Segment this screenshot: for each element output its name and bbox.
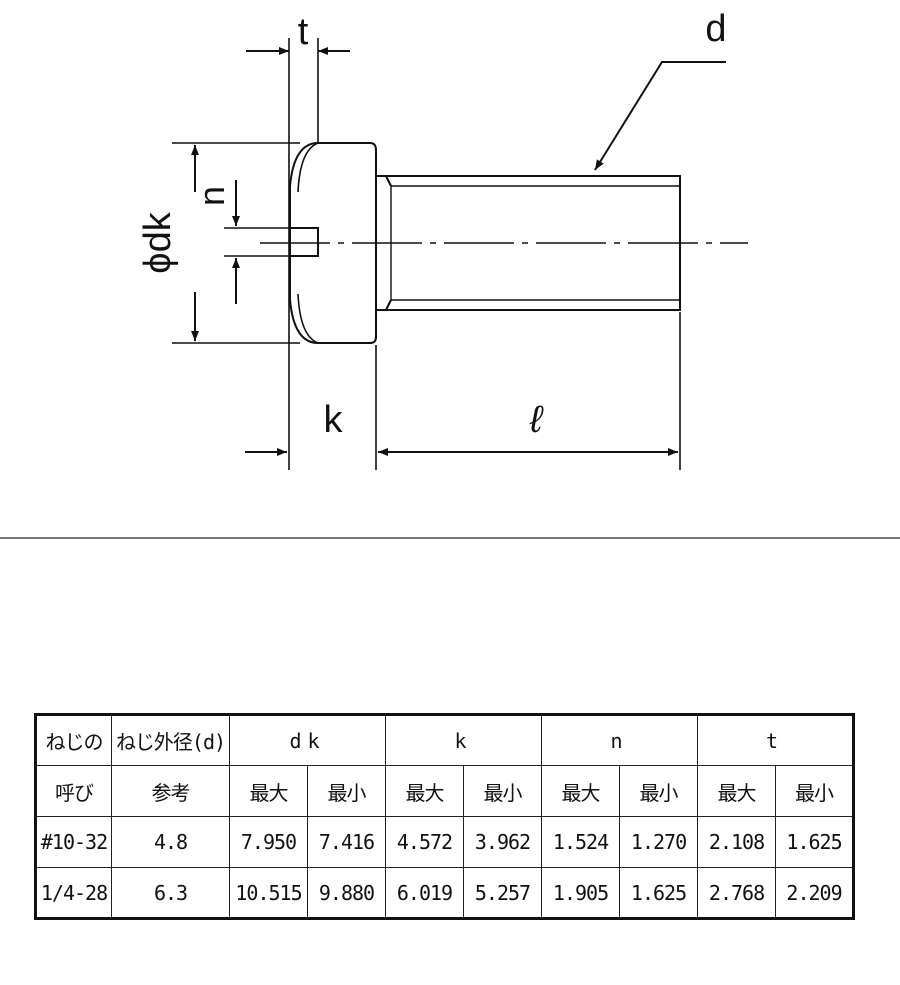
cell-t-min: 2.209 bbox=[775, 867, 855, 919]
table-subheader-row: 呼び 参考 最大 最小 最大 最小 最大 最小 最大 最小 bbox=[35, 765, 855, 817]
cell-dk-max: 7.950 bbox=[229, 816, 308, 868]
screw-dimension-drawing: t d n ϕdk k ℓ bbox=[137, 8, 748, 470]
label-t: t bbox=[298, 11, 309, 53]
cell-k-max: 4.572 bbox=[385, 816, 464, 868]
header-min: 最小 bbox=[775, 765, 855, 817]
label-k: k bbox=[324, 399, 344, 441]
cell-t-max: 2.768 bbox=[697, 867, 777, 919]
header-reference: 参考 bbox=[111, 765, 230, 817]
cell-d: 4.8 bbox=[111, 816, 230, 868]
header-min: 最小 bbox=[307, 765, 386, 817]
label-d: d bbox=[705, 8, 726, 50]
cell-t-max: 2.108 bbox=[697, 816, 777, 868]
cell-t-min: 1.625 bbox=[775, 816, 855, 868]
cell-k-min: 3.962 bbox=[462, 816, 543, 868]
table-row: 1/4-28 6.3 10.515 9.880 6.019 5.257 1.90… bbox=[35, 867, 855, 919]
label-n: n bbox=[191, 186, 232, 206]
header-k: k bbox=[384, 714, 543, 766]
cell-n-min: 1.625 bbox=[619, 867, 699, 919]
header-max: 最大 bbox=[697, 765, 777, 817]
dimension-table: ねじの ねじ外径(d) dk k n t 呼び 参考 最大 最小 最大 最小 最… bbox=[34, 713, 856, 920]
header-n: n bbox=[541, 714, 699, 766]
cell-n-max: 1.905 bbox=[541, 867, 621, 919]
table-row: #10-32 4.8 7.950 7.416 4.572 3.962 1.524… bbox=[35, 816, 855, 868]
slot bbox=[290, 227, 319, 257]
cell-dk-min: 9.880 bbox=[307, 867, 386, 919]
cell-d: 6.3 bbox=[111, 867, 230, 919]
separator-line bbox=[0, 537, 900, 539]
header-min: 最小 bbox=[619, 765, 699, 817]
cell-name: #10-32 bbox=[35, 816, 112, 868]
header-t: t bbox=[697, 714, 855, 766]
header-max: 最大 bbox=[541, 765, 621, 817]
label-dk: ϕdk bbox=[137, 211, 179, 273]
table-header-row: ねじの ねじ外径(d) dk k n t bbox=[35, 714, 855, 766]
header-min: 最小 bbox=[462, 765, 543, 817]
cell-n-max: 1.524 bbox=[541, 816, 621, 868]
screw-head bbox=[289, 142, 377, 344]
cell-n-min: 1.270 bbox=[619, 816, 699, 868]
header-max: 最大 bbox=[229, 765, 308, 817]
cell-name: 1/4-28 bbox=[35, 867, 112, 919]
header-thread-name: ねじの bbox=[35, 714, 112, 766]
header-dk: dk bbox=[229, 714, 386, 766]
cell-dk-min: 7.416 bbox=[307, 816, 386, 868]
label-l: ℓ bbox=[529, 399, 544, 441]
header-thread-diameter: ねじ外径(d) bbox=[111, 714, 230, 766]
cell-k-max: 6.019 bbox=[385, 867, 464, 919]
cell-k-min: 5.257 bbox=[462, 867, 543, 919]
header-max: 最大 bbox=[385, 765, 464, 817]
cell-dk-max: 10.515 bbox=[229, 867, 308, 919]
header-thread-name-2: 呼び bbox=[35, 765, 112, 817]
